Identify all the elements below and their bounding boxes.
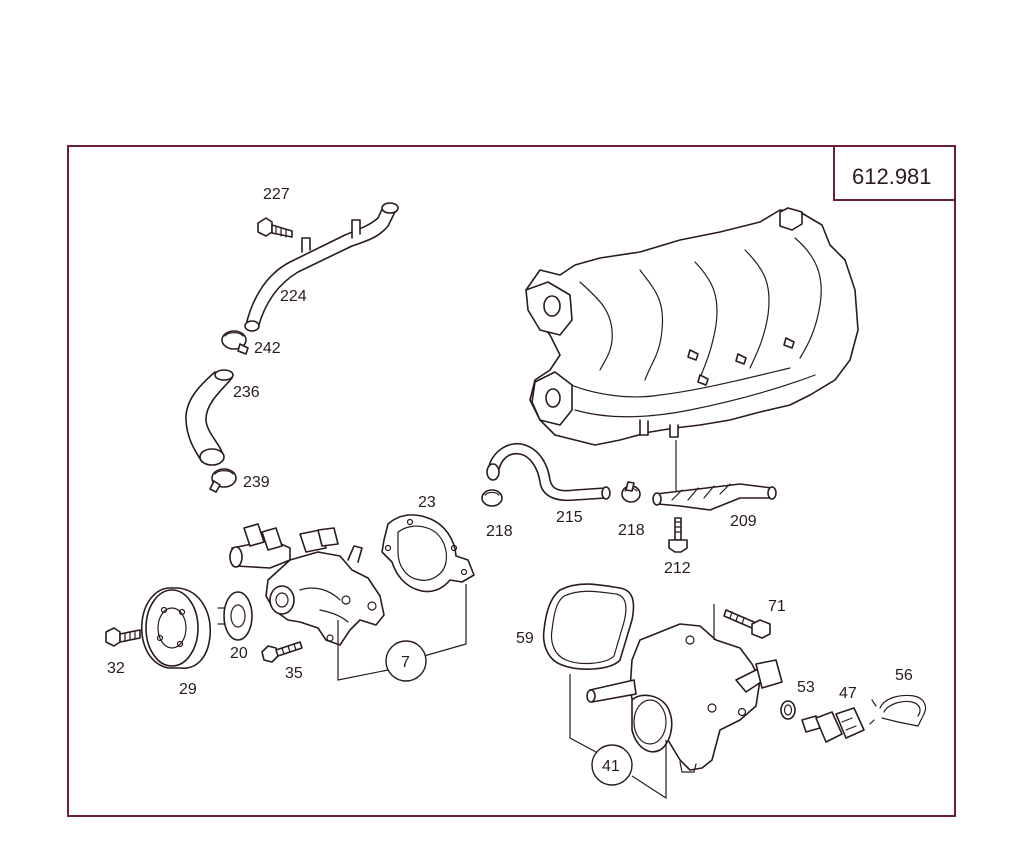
callout-227: 227 bbox=[263, 186, 290, 203]
callout-224: 224 bbox=[280, 288, 307, 305]
callout-20: 20 bbox=[230, 645, 248, 662]
callout-209: 209 bbox=[730, 513, 757, 530]
part-224-pipe[interactable] bbox=[244, 202, 399, 332]
water-pump-housing[interactable] bbox=[229, 523, 385, 646]
part-209-pipe[interactable] bbox=[652, 483, 777, 511]
part-242-clamp[interactable] bbox=[221, 330, 249, 355]
diagram-code: 612.981 bbox=[852, 164, 932, 189]
diagram-code-box: 612.981 bbox=[833, 146, 955, 201]
callout-59: 59 bbox=[516, 630, 534, 647]
part-53-oring[interactable] bbox=[780, 700, 796, 720]
part-35-bolt[interactable] bbox=[261, 641, 303, 663]
callout-242: 242 bbox=[254, 340, 281, 357]
part-236-hose[interactable] bbox=[185, 369, 234, 466]
part-71-bolt[interactable] bbox=[723, 609, 771, 639]
callout-23: 23 bbox=[418, 494, 436, 511]
callout-56: 56 bbox=[895, 667, 913, 684]
callout-47: 47 bbox=[839, 685, 857, 702]
callout-218-left: 218 bbox=[486, 523, 513, 540]
callout-32: 32 bbox=[107, 660, 125, 677]
part-32-bolt[interactable] bbox=[105, 627, 141, 647]
part-215-hose[interactable] bbox=[486, 443, 611, 502]
part-23-gasket[interactable] bbox=[381, 514, 475, 593]
part-212-bolt[interactable] bbox=[668, 517, 688, 553]
part-227-bolt[interactable] bbox=[257, 217, 293, 238]
part-56-clip[interactable] bbox=[869, 694, 927, 727]
group-7-indicator: 7 bbox=[337, 584, 467, 682]
callout-41: 41 bbox=[602, 758, 620, 775]
part-29-pulley[interactable] bbox=[141, 587, 211, 669]
part-239-clamp[interactable] bbox=[209, 468, 237, 493]
callout-236: 236 bbox=[233, 384, 260, 401]
callout-53: 53 bbox=[797, 679, 815, 696]
callout-215: 215 bbox=[556, 509, 583, 526]
part-20-hub[interactable] bbox=[217, 591, 253, 641]
callout-212: 212 bbox=[664, 560, 691, 577]
part-47-sensor[interactable] bbox=[801, 707, 865, 743]
callout-29: 29 bbox=[179, 681, 197, 698]
intake-manifold[interactable] bbox=[525, 207, 859, 446]
callout-218-right: 218 bbox=[618, 522, 645, 539]
callout-7: 7 bbox=[401, 654, 410, 671]
group-41-indicator: 41 bbox=[569, 604, 715, 800]
thermostat-housing[interactable] bbox=[586, 623, 783, 773]
diagram-frame bbox=[67, 145, 956, 817]
callout-71: 71 bbox=[768, 598, 786, 615]
part-218-clamp-right[interactable] bbox=[621, 481, 641, 503]
callout-239: 239 bbox=[243, 474, 270, 491]
callout-35: 35 bbox=[285, 665, 303, 682]
part-59-gasket[interactable] bbox=[542, 583, 635, 670]
part-218-clamp-left[interactable] bbox=[481, 489, 503, 507]
